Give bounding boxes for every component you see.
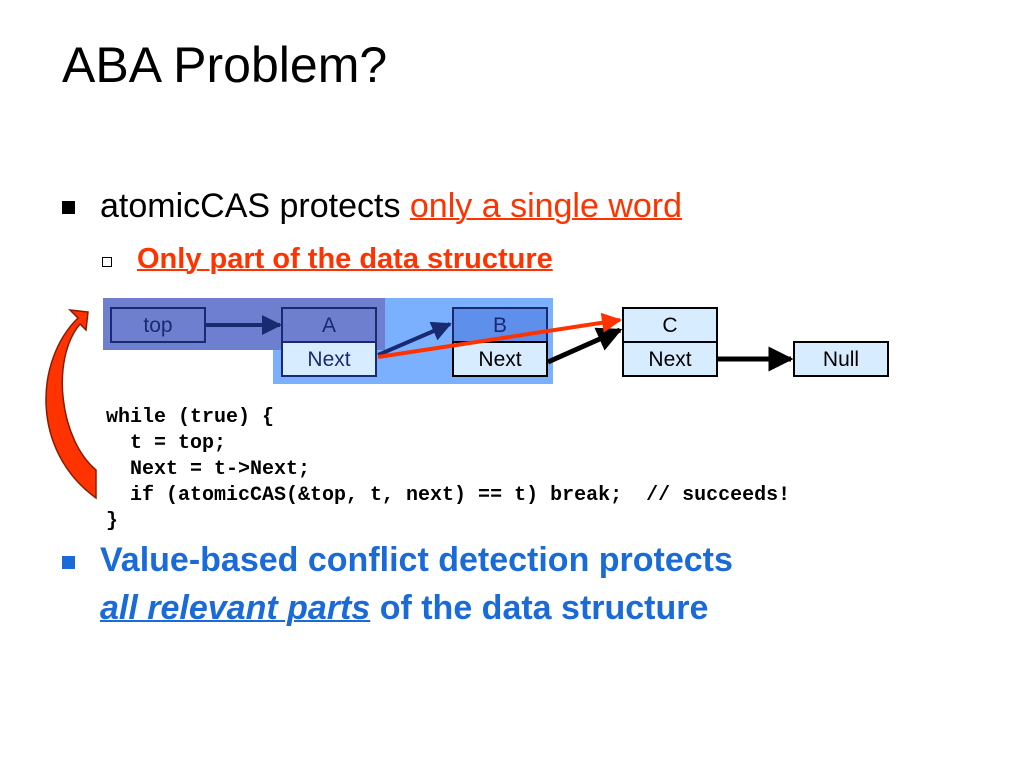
square-bullet-icon [62, 201, 75, 214]
code-line-3: Next = t->Next; [106, 458, 311, 481]
curved-red-arrow-icon [45, 309, 97, 500]
node-null: Null [793, 341, 889, 377]
node-b-next: Next [452, 341, 548, 377]
square-bullet-icon [62, 556, 75, 569]
bullet-atomiccas-lead: atomicCAS protects [100, 187, 410, 225]
bullet-value-based-line-1: Value-based conflict detection protects [100, 541, 733, 579]
code-line-1: while (true) { [106, 406, 275, 429]
bullet-value-based-line-2: all relevant parts of the data structure [100, 584, 733, 632]
code-line-2: t = top; [106, 432, 227, 455]
code-line-4: if (atomicCAS(&top, t, next) == t) break… [106, 484, 791, 507]
node-b: B [452, 307, 548, 343]
hollow-square-bullet-icon [102, 257, 112, 267]
code-block: while (true) { t = top; Next = t->Next; … [106, 405, 790, 535]
bullet-value-based-emphasis: all relevant parts [100, 589, 371, 627]
node-c: C [622, 307, 718, 343]
node-a: A [281, 307, 377, 343]
bullet-atomiccas-text: atomicCAS protects only a single word [100, 187, 682, 225]
node-c-next: Next [622, 341, 718, 377]
arrow-b-to-c [546, 327, 623, 365]
bullet-value-based-rest: of the data structure [370, 589, 709, 627]
sub-bullet-partial: Only part of the data structure [102, 242, 553, 276]
bullet-value-based: Value-based conflict detection protects … [62, 536, 733, 632]
node-a-next: Next [281, 341, 377, 377]
node-top: top [110, 307, 206, 343]
code-line-5: } [106, 510, 119, 533]
bullet-atomiccas-emphasis: only a single word [409, 187, 683, 225]
sub-bullet-partial-text: Only part of the data structure [137, 243, 553, 275]
bullet-atomiccas: atomicCAS protects only a single word [62, 186, 682, 226]
slide-title: ABA Problem? [62, 37, 388, 93]
